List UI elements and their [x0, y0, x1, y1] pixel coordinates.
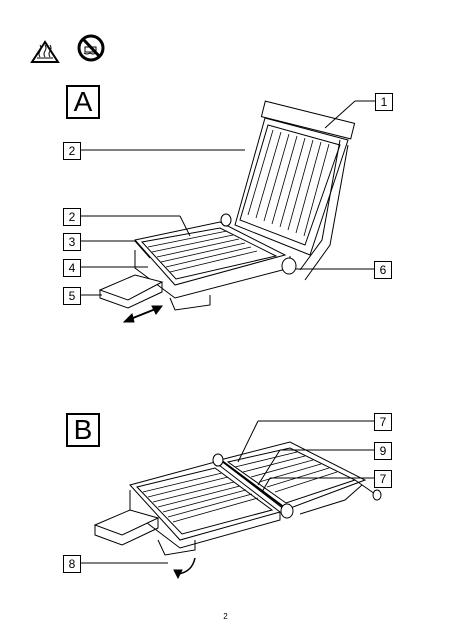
- grill-figure-a: [98, 100, 356, 323]
- no-immersion-icon: [77, 34, 105, 62]
- page-number: 2: [223, 612, 228, 621]
- callout-6: 6: [374, 261, 392, 279]
- callout-4: 4: [63, 259, 81, 277]
- callout-2-lower: 2: [63, 208, 81, 226]
- callout-3: 3: [63, 233, 81, 251]
- grill-figure-b: [93, 441, 382, 580]
- callout-7-upper: 7: [374, 413, 392, 431]
- section-label-b: B: [66, 413, 100, 447]
- callout-9: 9: [374, 442, 392, 460]
- callout-7-lower: 7: [374, 470, 392, 488]
- callout-8: 8: [63, 555, 81, 573]
- callout-5: 5: [63, 287, 81, 305]
- hot-surface-icon: [30, 40, 60, 63]
- section-label-a: A: [66, 85, 100, 119]
- callout-2-upper: 2: [63, 142, 81, 160]
- callout-1: 1: [375, 93, 393, 111]
